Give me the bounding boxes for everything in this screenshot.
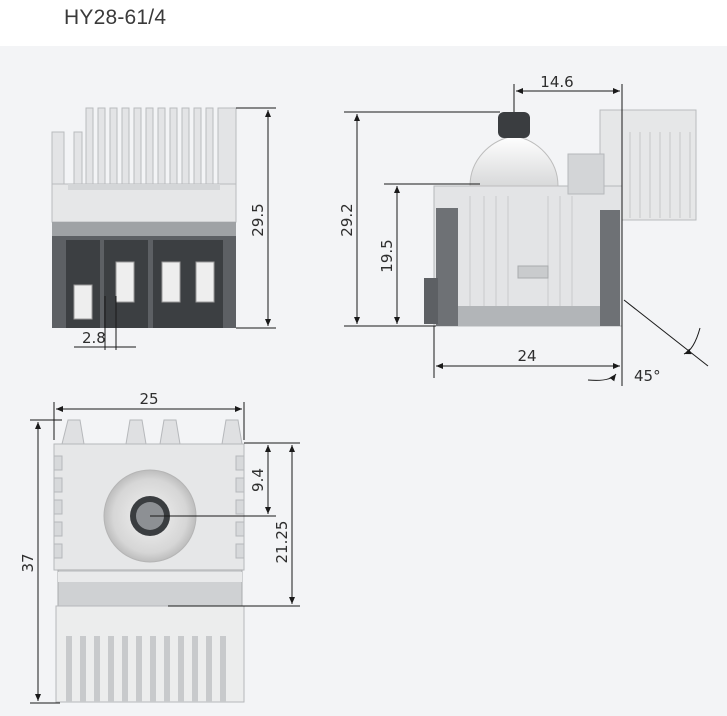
side-dark-right — [600, 210, 620, 326]
top-mount-tabs — [61, 419, 243, 445]
top-band-highlight — [58, 572, 242, 582]
side-clip — [424, 278, 438, 324]
front-ledge — [68, 184, 220, 190]
side-main-body — [433, 185, 623, 327]
dim-side-height: 29.2 — [338, 203, 356, 236]
page-title: HY28-61/4 — [64, 6, 167, 29]
dim-side-angle: 45° — [634, 367, 661, 385]
side-step — [567, 153, 605, 195]
side-rear-fins — [629, 132, 691, 218]
front-housing-band — [52, 222, 236, 236]
side-dark-left — [436, 208, 458, 326]
dim-side-width: 24 — [517, 347, 536, 365]
side-body-ribs — [469, 196, 573, 318]
top-side-notches — [53, 455, 245, 559]
side-latch — [517, 265, 549, 279]
front-terminals — [73, 261, 215, 320]
front-view: 29.5 2.8 — [51, 107, 276, 350]
dim-pin-gap: 2.8 — [82, 329, 106, 347]
side-base — [458, 306, 600, 326]
header-bar: HY28-61/4 — [0, 0, 727, 46]
dim-front-height: 29.5 — [249, 203, 267, 236]
top-fins — [66, 636, 226, 702]
dim-side-body: 19.5 — [378, 239, 396, 272]
angle-arc-left — [587, 373, 617, 382]
front-upper-body — [51, 183, 237, 223]
dim-top-band: 21.25 — [273, 521, 291, 564]
angle-line — [623, 299, 709, 367]
side-knob — [469, 135, 559, 187]
angle-arc-right — [683, 327, 701, 355]
dim-side-top: 14.6 — [540, 73, 573, 91]
dim-top-width: 25 — [139, 390, 158, 408]
side-knob-cap — [498, 112, 530, 138]
dim-top-length: 37 — [19, 553, 37, 572]
side-view: 14.6 29.2 19.5 24 45° — [338, 73, 709, 386]
top-view: 25 37 9.4 21.25 — [19, 390, 300, 704]
dim-top-center: 9.4 — [249, 468, 267, 492]
